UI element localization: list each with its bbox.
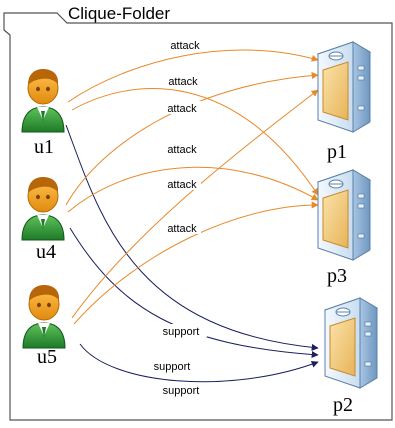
edge-label-u5-p1: attack [167,179,197,191]
server-icon [317,169,371,261]
edge-u4-p3 [67,166,319,213]
product-label-p3: p3 [327,265,347,287]
edge-u4-p1 [65,72,319,206]
edge-layer [65,49,319,383]
user-label-u1: u1 [34,136,54,158]
server-icon [317,41,371,133]
edge-label-u4-p3: attack [167,144,197,156]
edge-label-u1-p2: support [163,326,200,338]
product-node-p1[interactable]: p1 [317,41,371,163]
edge-u1-p1 [67,49,319,103]
product-node-p2[interactable]: p2 [324,297,378,416]
edge-label-u5-p3: attack [167,223,197,235]
edge-u5-p3 [73,201,319,325]
edge-label-u1-p3: attack [168,76,198,88]
edge-label-u5-p2: support [163,385,200,397]
user-node-u4[interactable]: u4 [21,176,65,263]
user-node-u1[interactable]: u1 [21,68,65,158]
user-label-u5: u5 [37,346,57,368]
edge-u5-p1 [71,89,319,319]
folder-title: Clique-Folder [68,4,170,23]
edge-label-u4-p2: support [154,361,191,373]
edge-label-layer: attack attack attack attack attack attac… [146,38,207,397]
folder-tab-line [3,29,11,36]
edge-u5-p2 [79,343,319,383]
server-icon [324,297,378,389]
edge-u1-p2 [65,124,319,351]
product-label-p1: p1 [327,141,347,163]
product-label-p2: p2 [333,394,353,416]
user-node-u5[interactable]: u5 [22,284,66,368]
edge-label-u4-p1: attack [167,103,197,115]
product-node-p3[interactable]: p3 [317,169,371,287]
edge-u1-p3 [71,88,319,196]
edge-label-u1-p1: attack [170,40,200,52]
user-label-u4: u4 [36,241,56,263]
edge-u4-p2 [69,227,319,359]
